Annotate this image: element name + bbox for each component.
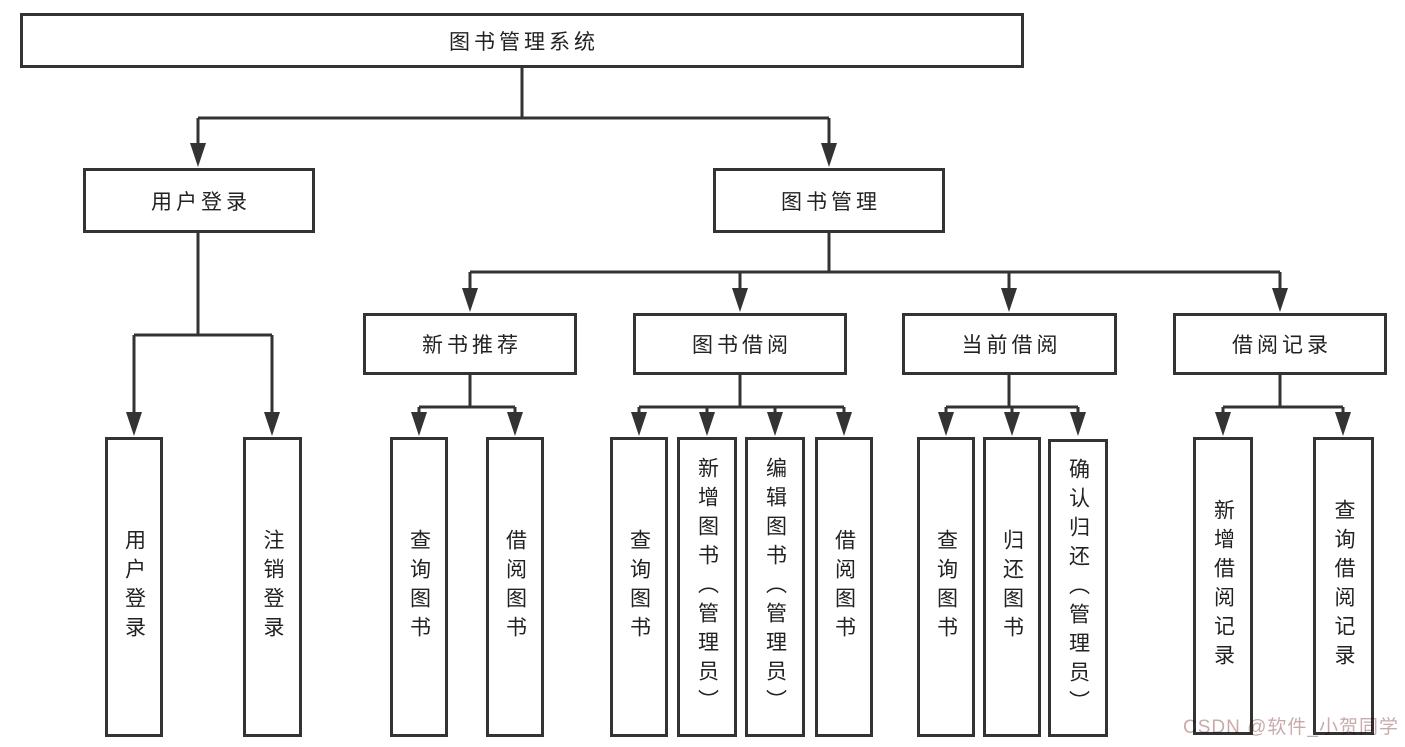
leaf-logout: 注销登录 xyxy=(243,437,302,737)
leaf-confirm-return-admin-label: 确认归还（管理员） xyxy=(1066,457,1090,719)
leaf-borrow-book-2-label: 借阅图书 xyxy=(832,529,856,645)
node-book-management: 图书管理 xyxy=(713,168,945,233)
leaf-confirm-return-admin: 确认归还（管理员） xyxy=(1048,439,1108,737)
node-user-login-label: 用户登录 xyxy=(151,190,251,214)
leaf-add-book-admin-label: 新增图书（管理员） xyxy=(695,456,719,718)
node-current-borrow: 当前借阅 xyxy=(902,313,1117,375)
node-user-login: 用户登录 xyxy=(83,168,315,233)
leaf-query-borrow-record: 查询借阅记录 xyxy=(1313,437,1374,735)
node-new-book-recommend-label: 新书推荐 xyxy=(422,334,522,357)
leaf-edit-book-admin: 编辑图书（管理员） xyxy=(745,437,805,737)
leaf-logout-label: 注销登录 xyxy=(261,529,284,645)
node-book-borrow-label: 图书借阅 xyxy=(692,334,792,357)
node-root: 图书管理系统 xyxy=(20,13,1024,68)
leaf-query-book-2-label: 查询图书 xyxy=(627,529,651,645)
leaf-user-login: 用户登录 xyxy=(105,437,163,737)
node-borrow-record-label: 借阅记录 xyxy=(1232,334,1332,357)
node-new-book-recommend: 新书推荐 xyxy=(363,313,577,375)
leaf-borrow-book-1: 借阅图书 xyxy=(486,437,544,737)
leaf-query-book-1-label: 查询图书 xyxy=(407,529,431,645)
leaf-query-book-3: 查询图书 xyxy=(917,437,975,737)
node-root-label: 图书管理系统 xyxy=(449,30,599,54)
leaf-return-book: 归还图书 xyxy=(983,437,1041,737)
leaf-add-borrow-record-label: 新增借阅记录 xyxy=(1211,499,1235,673)
leaf-borrow-book-1-label: 借阅图书 xyxy=(503,529,527,645)
leaf-user-login-label: 用户登录 xyxy=(122,529,146,645)
arrowheads xyxy=(126,143,1351,436)
leaf-query-book-2: 查询图书 xyxy=(610,437,668,737)
leaf-borrow-book-2: 借阅图书 xyxy=(815,437,873,737)
watermark-text: CSDN @软件_小贺同学 xyxy=(1183,717,1399,738)
leaf-add-borrow-record: 新增借阅记录 xyxy=(1193,437,1253,735)
leaf-query-book-3-label: 查询图书 xyxy=(934,529,958,645)
leaf-edit-book-admin-label: 编辑图书（管理员） xyxy=(763,456,787,718)
node-borrow-record: 借阅记录 xyxy=(1173,313,1387,375)
leaf-return-book-label: 归还图书 xyxy=(1000,529,1024,645)
node-book-borrow: 图书借阅 xyxy=(633,313,847,375)
node-current-borrow-label: 当前借阅 xyxy=(961,334,1062,357)
node-book-management-label: 图书管理 xyxy=(781,190,881,214)
leaf-add-book-admin: 新增图书（管理员） xyxy=(677,437,737,737)
leaf-query-book-1: 查询图书 xyxy=(390,437,448,737)
leaf-query-borrow-record-label: 查询借阅记录 xyxy=(1332,499,1355,673)
